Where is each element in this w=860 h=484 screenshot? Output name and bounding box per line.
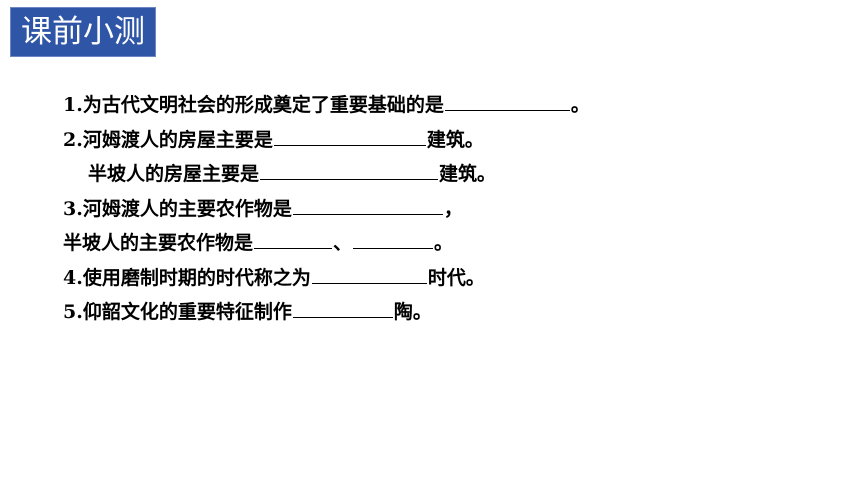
question-line: 3.河姆渡人的主要农作物是 ， [63, 194, 843, 229]
answer-blank [260, 161, 439, 180]
question-text: 半坡人的主要农作物是 [63, 232, 254, 254]
answer-blank [353, 230, 434, 249]
section-title: 课前小测 [21, 13, 145, 50]
answer-blank [273, 127, 426, 146]
answer-blank [292, 299, 393, 318]
question-text: 1.为古代文明社会的形成奠定了重要基础的是 [63, 94, 444, 116]
answer-blank [311, 265, 427, 284]
question-text: 时代。 [427, 266, 485, 289]
question-text: 。 [570, 94, 590, 116]
question-text: 、 [333, 232, 353, 254]
question-line: 5.仰韶文化的重要特征制作 陶。 [63, 297, 843, 332]
question-text: 5.仰韶文化的重要特征制作 [63, 301, 292, 323]
question-line: 半坡人的主要农作物是 、 。 [63, 228, 843, 263]
question-line: 半坡人的房屋主要是 建筑。 [63, 159, 843, 194]
answer-blank [254, 230, 333, 249]
question-line: 2.河姆渡人的房屋主要是 建筑。 [63, 125, 843, 160]
question-text: 。 [434, 232, 454, 254]
question-text: 2.河姆渡人的房屋主要是 [63, 128, 273, 151]
answer-blank [444, 92, 570, 111]
question-text: 半坡人的房屋主要是 [88, 163, 260, 185]
answer-blank [292, 196, 443, 215]
question-text: 4.使用磨制时期的时代称之为 [63, 266, 311, 289]
question-line: 1.为古代文明社会的形成奠定了重要基础的是 。 [63, 90, 843, 125]
question-text: 建筑。 [426, 128, 484, 151]
question-line: 4.使用磨制时期的时代称之为 时代。 [63, 263, 843, 298]
question-text: 建筑。 [439, 163, 497, 185]
question-text: ， [443, 197, 463, 220]
section-title-badge: 课前小测 [10, 7, 156, 57]
question-text: 3.河姆渡人的主要农作物是 [63, 197, 292, 220]
question-text: 陶。 [393, 301, 432, 323]
question-list: 1.为古代文明社会的形成奠定了重要基础的是。2.河姆渡人的房屋主要是建筑。半坡人… [63, 90, 843, 332]
